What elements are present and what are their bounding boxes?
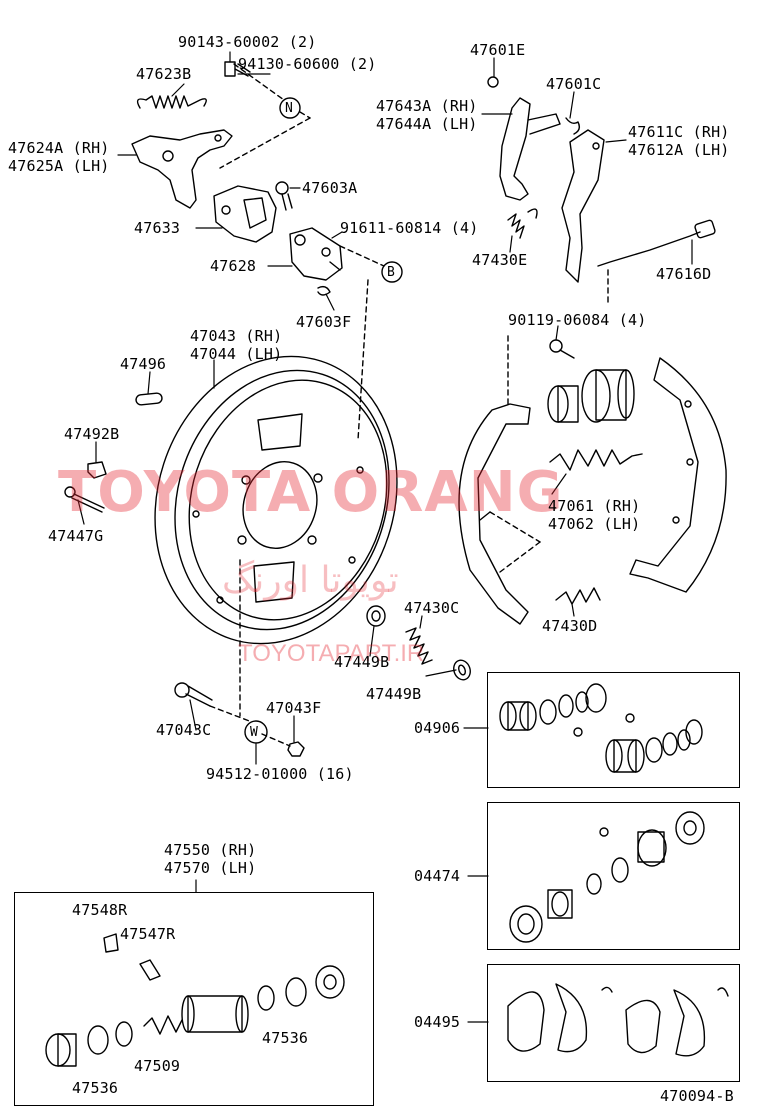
clip-47601c [565, 117, 581, 135]
bolt-47043c [174, 682, 213, 707]
backing-plate-47043 [154, 355, 398, 645]
cup-47449b-b [453, 659, 471, 681]
marker-b: B [387, 265, 396, 280]
part-label-91611: 91611-60814 (4) [340, 219, 479, 237]
part-label-47633: 47633 [134, 219, 181, 237]
cup-47449b-a [366, 605, 386, 627]
part-label-47625a: 47625A (LH) [8, 157, 110, 175]
marker-w: W [250, 725, 259, 740]
label-leader-lines [77, 51, 693, 1023]
leader-w-dashed [209, 559, 291, 747]
marker-w-circle [244, 720, 268, 744]
part-label-47536-a: 47536 [262, 1029, 309, 1047]
part-label-94130: 94130-60600 (2) [238, 55, 377, 73]
brake-shoe-left [458, 403, 531, 625]
part-label-47616d: 47616D [656, 265, 712, 283]
part-label-47061: 47061 (RH) [548, 497, 641, 515]
kit-box-04495 [487, 964, 740, 1082]
part-label-94512: 94512-01000 (16) [206, 765, 354, 783]
part-label-47570: 47570 (LH) [164, 859, 257, 877]
bolt-47603a [275, 181, 293, 211]
part-label-47603f: 47603F [296, 313, 352, 331]
part-label-47062: 47062 (LH) [548, 515, 641, 533]
bracket-47633 [213, 185, 277, 243]
kit-04474-parts [509, 811, 705, 943]
marker-b-circle [381, 261, 403, 283]
cap-47492b [87, 461, 107, 479]
brake-shoe-right [629, 357, 727, 593]
part-label-04495: 04495 [414, 1013, 461, 1031]
bolt-90119 [549, 339, 575, 359]
spring-47430e [507, 208, 538, 239]
part-label-04906: 04906 [414, 719, 461, 737]
part-label-47623b: 47623B [136, 65, 192, 83]
part-label-90143: 90143-60002 (2) [178, 33, 317, 51]
part-label-47496: 47496 [120, 355, 167, 373]
part-label-47601e: 47601E [470, 41, 526, 59]
part-label-47612a: 47612A (LH) [628, 141, 730, 159]
spring-47061 [549, 449, 643, 471]
part-label-47509: 47509 [134, 1057, 181, 1075]
part-label-47430d: 47430D [542, 617, 598, 635]
bracket-47628 [289, 227, 343, 281]
part-label-47643a: 47643A (RH) [376, 97, 478, 115]
kit-04495-parts [507, 983, 729, 1057]
clip-47601e [487, 76, 499, 88]
kit-04906-parts [499, 683, 703, 773]
cable-47616d [597, 219, 716, 267]
part-label-47447g: 47447G [48, 527, 104, 545]
spring-47430c [405, 627, 433, 665]
nut-47043f [287, 741, 305, 757]
leader-b-dashed [339, 245, 385, 441]
part-label-47043c: 47043C [156, 721, 212, 739]
kit-box-04906 [487, 672, 740, 788]
part-label-90119: 90119-06084 (4) [508, 311, 647, 329]
leader-n-dashed [219, 63, 311, 169]
part-label-47601c: 47601C [546, 75, 602, 93]
clip-47603f [317, 285, 331, 296]
part-label-47430e: 47430E [472, 251, 528, 269]
wheel-cylinder-right [547, 369, 635, 423]
part-label-47449b-a: 47449B [334, 653, 390, 671]
part-label-47550: 47550 (RH) [164, 841, 257, 859]
part-label-47044: 47044 (LH) [190, 345, 283, 363]
part-label-47628: 47628 [210, 257, 257, 275]
part-label-47603a: 47603A [302, 179, 358, 197]
leader-right-dashed [489, 269, 609, 573]
part-label-47611c: 47611C (RH) [628, 123, 730, 141]
kit-box-47550 [14, 892, 374, 1106]
lever-47643a [499, 97, 561, 201]
part-label-04474: 04474 [414, 867, 461, 885]
part-label-47624a: 47624A (RH) [8, 139, 110, 157]
spring-47623b [136, 95, 207, 109]
marker-n: N [285, 101, 294, 116]
part-label-47547r: 47547R [120, 925, 176, 943]
part-label-47043f: 47043F [266, 699, 322, 717]
part-label-47492b: 47492B [64, 425, 120, 443]
part-label-47548r: 47548R [72, 901, 128, 919]
part-label-47536-b: 47536 [72, 1079, 119, 1097]
part-label-47449b-b: 47449B [366, 685, 422, 703]
plug-47496 [135, 392, 163, 406]
part-label-47430c: 47430C [404, 599, 460, 617]
wheel-cylinder-47550-parts [45, 933, 345, 1067]
part-label-47043: 47043 (RH) [190, 327, 283, 345]
lever-47611c [561, 129, 605, 283]
bolt-47447g [64, 486, 105, 513]
figure-code: 470094-B [660, 1087, 734, 1105]
spring-47430d [555, 587, 601, 605]
lever-47624a [131, 129, 233, 209]
kit-box-04474 [487, 802, 740, 950]
part-label-47644a: 47644A (LH) [376, 115, 478, 133]
marker-n-circle [279, 97, 301, 119]
